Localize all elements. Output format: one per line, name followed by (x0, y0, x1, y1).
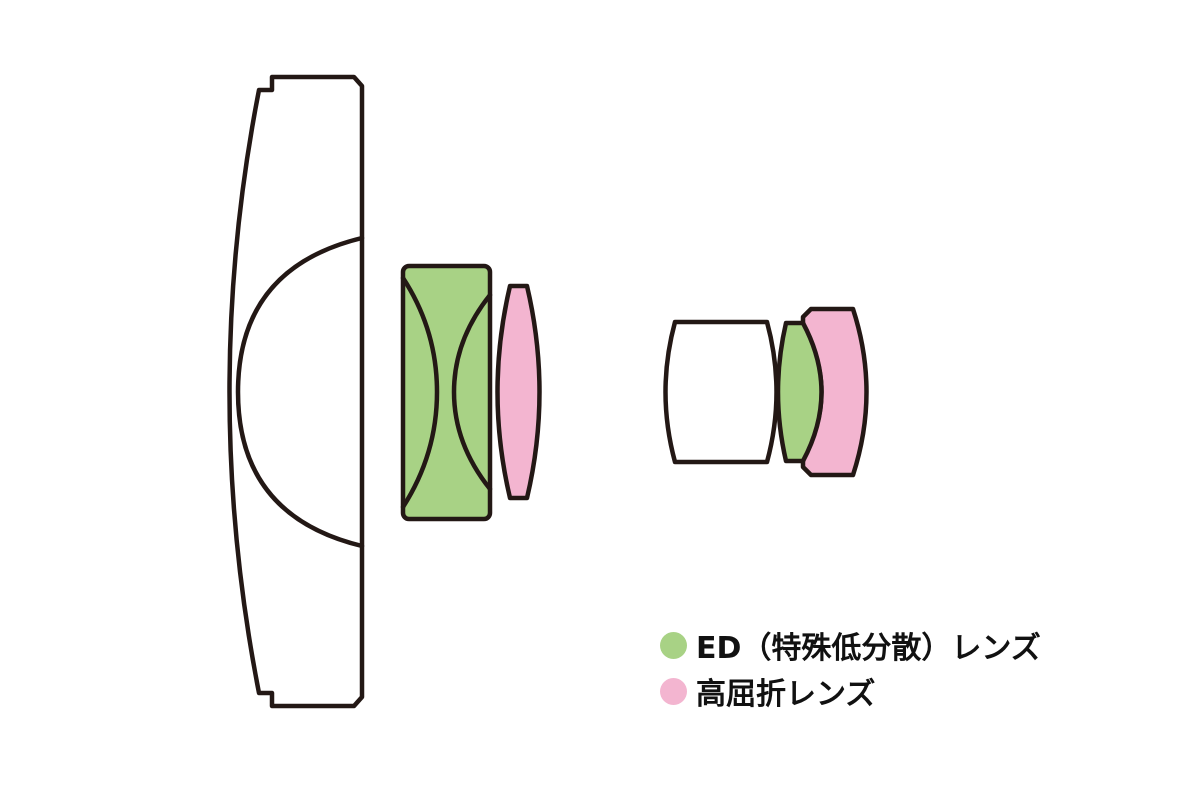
legend-item-ed-lens: ED（特殊低分散）レンズ (660, 622, 1041, 668)
green-dot-icon (660, 631, 687, 659)
legend: ED（特殊低分散）レンズ 高屈折レンズ (660, 622, 1041, 714)
pink-dot-icon (660, 677, 687, 705)
legend-item-high-refraction-lens: 高屈折レンズ (660, 668, 1041, 714)
ed-cemented-lens (400, 263, 493, 522)
rear-plain-lens (663, 319, 779, 465)
front-meniscus-lens (227, 74, 365, 709)
ed-biconvex-lens (775, 320, 824, 464)
legend-label: 高屈折レンズ (696, 677, 876, 712)
legend-label: ED（特殊低分散）レンズ (696, 631, 1041, 666)
high-refraction-biconvex-lens (495, 283, 542, 501)
